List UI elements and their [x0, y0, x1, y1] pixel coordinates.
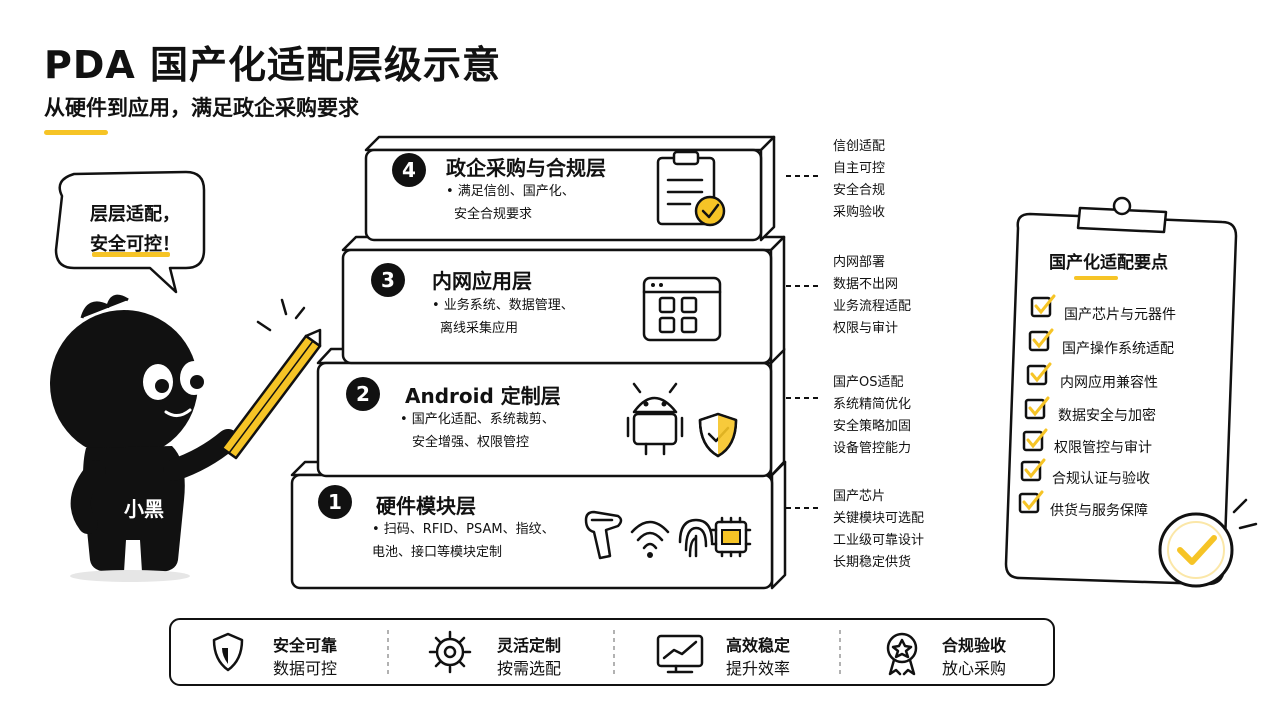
feature-4-title: 合规验收	[942, 636, 1007, 655]
layer-3-desc-line: • 业务系统、数据管理、	[432, 298, 574, 313]
layer-4-number: 4	[392, 153, 426, 187]
checkbox-icon	[1026, 362, 1052, 386]
side-note: 权限与审计	[833, 321, 899, 336]
layer-1-number: 1	[318, 485, 352, 519]
mascot-figure	[50, 294, 239, 582]
checkbox-icon	[1022, 428, 1048, 452]
side-note: 自主可控	[833, 161, 886, 176]
layer-1-desc: • 扫码、RFID、PSAM、指纹、 电池、接口等模块定制	[372, 518, 555, 564]
shield-icon	[212, 632, 244, 672]
nfc-signal-icon	[630, 520, 670, 558]
checkbox-icon	[1018, 490, 1044, 514]
checkbox-icon	[1020, 458, 1046, 482]
side-note: 业务流程适配	[833, 299, 912, 314]
side-note: 信创适配	[833, 139, 886, 154]
side-note: 工业级可靠设计	[833, 533, 925, 548]
side-note: 安全策略加固	[833, 419, 912, 434]
layer-4-desc-line: 安全合规要求	[454, 207, 533, 222]
checklist-item: 国产芯片与元器件	[1064, 307, 1176, 323]
layer-1-side-notes: 国产芯片 关键模块可选配 工业级可靠设计 长期稳定供货	[833, 486, 924, 574]
layer-1-desc-line: • 扫码、RFID、PSAM、指纹、	[372, 522, 555, 537]
layer-3-side-notes: 内网部署 数据不出网 业务流程适配 权限与审计	[833, 252, 911, 340]
checkbox-icon	[1030, 294, 1056, 318]
bubble-line-1: 层层适配，	[90, 204, 180, 225]
layer-2-desc-line: • 国产化适配、系统裁剪、	[400, 412, 555, 427]
clipboard-check-icon	[656, 150, 726, 227]
side-note: 设备管控能力	[833, 441, 912, 456]
layer-4-title: 政企采购与合规层	[446, 156, 606, 180]
layer-4-desc-line: • 满足信创、国产化、	[446, 184, 575, 199]
checklist-item: 合规认证与验收	[1052, 471, 1150, 487]
dashed-connectors	[786, 175, 822, 509]
feature-3-title: 高效稳定	[726, 636, 791, 655]
mascot-name: 小黑	[124, 497, 164, 521]
feature-3-sub: 提升效率	[726, 659, 791, 678]
side-note: 国产OS适配	[833, 375, 904, 390]
checkbox-icon	[1028, 328, 1054, 352]
award-badge-icon	[886, 632, 918, 676]
chip-icon	[710, 516, 752, 558]
bubble-line-2: 安全可控！	[90, 234, 180, 255]
page-title: PDA 国产化适配层级示意	[44, 43, 502, 87]
feature-2-sub: 按需选配	[497, 659, 562, 678]
layer-2-desc-line: 安全增强、权限管控	[412, 435, 530, 450]
gear-icon	[428, 630, 472, 674]
side-note: 数据不出网	[833, 277, 899, 292]
title-underline	[44, 130, 108, 135]
side-note: 关键模块可选配	[833, 511, 925, 526]
layer-2-side-notes: 国产OS适配 系统精简优化 安全策略加固 设备管控能力	[833, 372, 911, 460]
android-shield-icon	[626, 382, 738, 458]
side-note: 系统精简优化	[833, 397, 912, 412]
checklist-title: 国产化适配要点	[1049, 253, 1168, 273]
speech-bubble	[54, 170, 206, 294]
feature-bar	[169, 618, 1055, 686]
side-note: 长期稳定供货	[833, 555, 912, 570]
checklist-item: 权限管控与审计	[1054, 440, 1152, 456]
feature-1-title: 安全可靠	[273, 636, 338, 655]
side-note: 内网部署	[833, 255, 886, 270]
fingerprint-icon	[678, 518, 714, 558]
checklist-item: 数据安全与加密	[1058, 408, 1156, 424]
pencil-icon	[220, 298, 322, 460]
barcode-scanner-icon	[584, 510, 623, 560]
layer-2-title: Android 定制层	[405, 384, 561, 408]
layer-1-desc-line: 电池、接口等模块定制	[372, 545, 503, 560]
layer-4-desc: • 满足信创、国产化、 安全合规要求	[446, 180, 575, 226]
checklist-item: 内网应用兼容性	[1060, 375, 1158, 391]
layer-1-title: 硬件模块层	[376, 494, 476, 518]
app-window-icon	[642, 276, 722, 342]
speech-bubble-text: 层层适配， 安全可控！	[70, 200, 200, 260]
layer-3-number: 3	[371, 263, 405, 297]
layer-3-desc: • 业务系统、数据管理、 离线采集应用	[432, 294, 574, 340]
side-note: 采购验收	[833, 205, 886, 220]
layer-3-title: 内网应用层	[432, 269, 532, 293]
layer-2-desc: • 国产化适配、系统裁剪、 安全增强、权限管控	[400, 408, 555, 454]
feature-2-title: 灵活定制	[497, 636, 562, 655]
layer-3-desc-line: 离线采集应用	[440, 321, 519, 336]
layer-2-number: 2	[346, 377, 380, 411]
layer-4-side-notes: 信创适配 自主可控 安全合规 采购验收	[833, 136, 885, 224]
checklist-item: 供货与服务保障	[1050, 503, 1148, 519]
side-note: 安全合规	[833, 183, 886, 198]
chart-monitor-icon	[656, 634, 704, 674]
checklist-boxes	[1018, 294, 1056, 514]
hardware-modules-icon	[584, 510, 752, 560]
page-subtitle: 从硬件到应用，满足政企采购要求	[44, 96, 359, 120]
checklist-item: 国产操作系统适配	[1062, 341, 1174, 357]
side-note: 国产芯片	[833, 489, 886, 504]
checkbox-icon	[1024, 396, 1050, 420]
feature-4-sub: 放心采购	[942, 659, 1007, 678]
feature-1-sub: 数据可控	[273, 659, 338, 678]
big-check-badge-icon	[1158, 498, 1258, 588]
